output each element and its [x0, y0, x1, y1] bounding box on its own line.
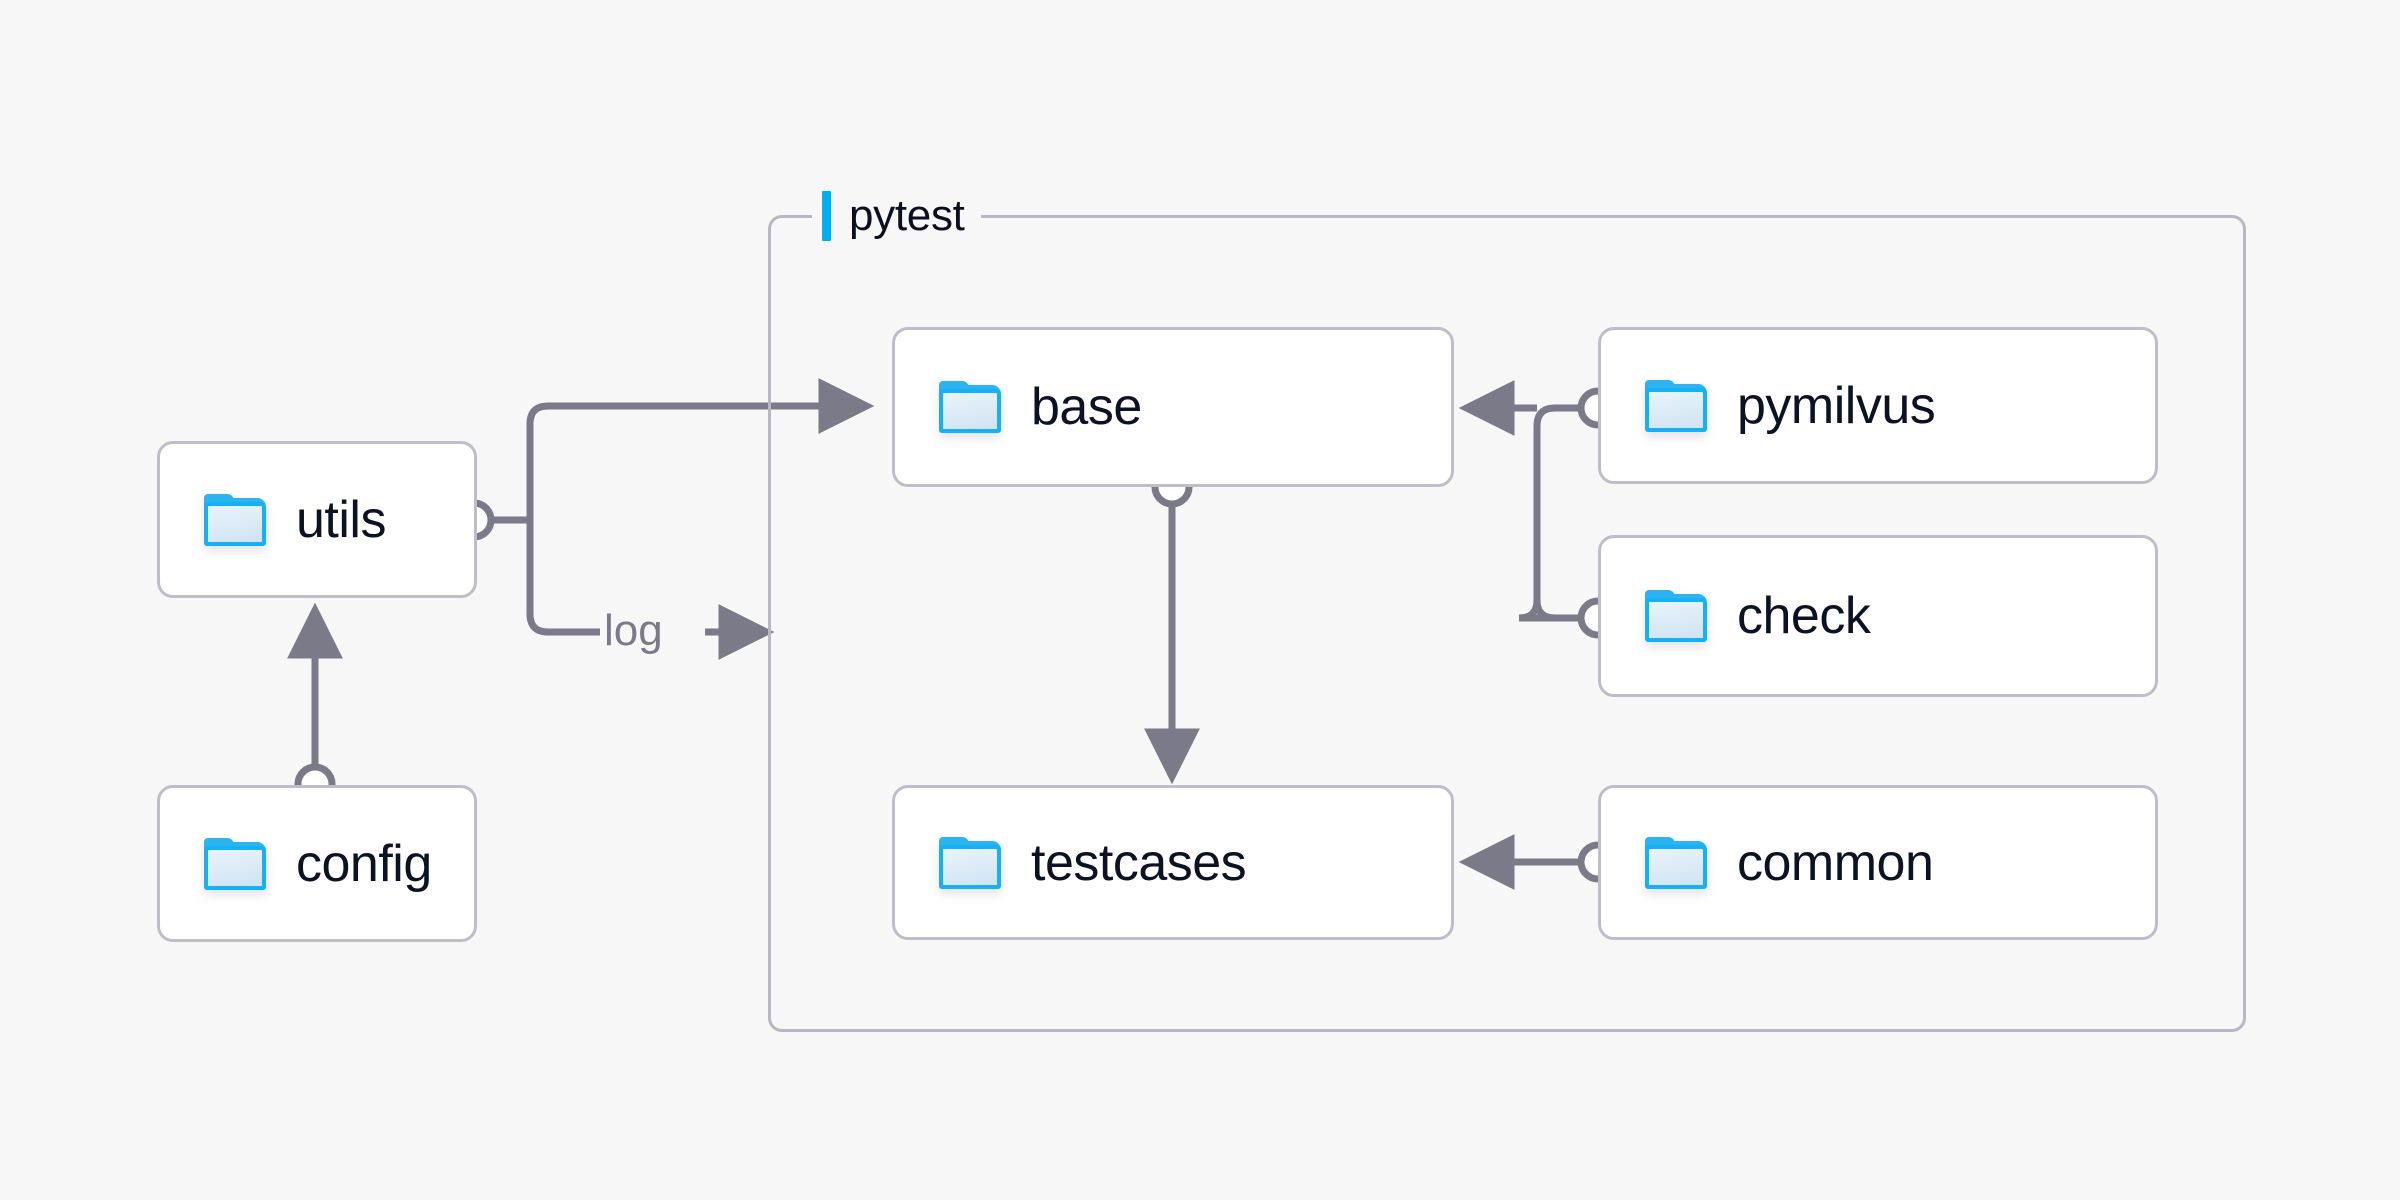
folder-icon: [1645, 836, 1707, 889]
folder-icon: [204, 493, 266, 546]
node-common[interactable]: common: [1598, 785, 2158, 940]
node-utils-label: utils: [296, 490, 386, 549]
folder-icon: [939, 381, 1001, 433]
node-base-label: base: [1031, 378, 1142, 436]
group-pytest-title: pytest: [849, 191, 965, 240]
node-check[interactable]: check: [1598, 535, 2158, 697]
accent-bar-icon: [822, 191, 831, 241]
group-pytest[interactable]: [768, 215, 2246, 1032]
folder-icon: [1645, 379, 1707, 432]
node-common-label: common: [1737, 833, 1934, 892]
node-config[interactable]: config: [157, 785, 477, 942]
node-testcases[interactable]: testcases: [892, 785, 1454, 940]
edge-label-log: log: [604, 606, 663, 655]
node-check-label: check: [1737, 587, 1871, 645]
node-config-label: config: [296, 834, 432, 893]
node-pymilvus-label: pymilvus: [1737, 376, 1936, 435]
node-pymilvus[interactable]: pymilvus: [1598, 327, 2158, 484]
folder-icon: [1645, 590, 1707, 642]
folder-icon: [939, 836, 1001, 889]
group-pytest-label: pytest: [812, 185, 981, 247]
edge-config-utils: [287, 602, 343, 805]
folder-icon: [204, 837, 266, 890]
node-testcases-label: testcases: [1031, 833, 1247, 892]
node-utils[interactable]: utils: [157, 441, 477, 598]
node-base[interactable]: base: [892, 327, 1454, 487]
